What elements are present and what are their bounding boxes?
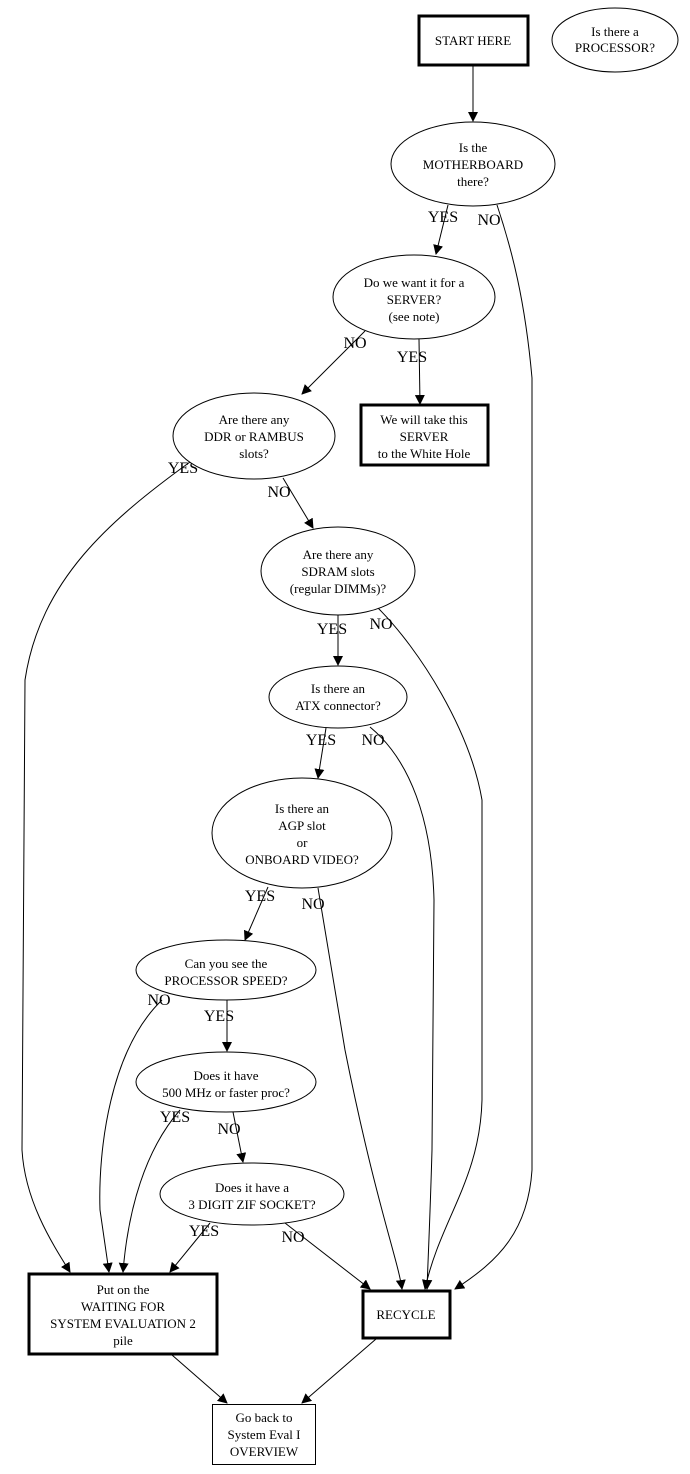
node-go-back: Go back to System Eval I OVERVIEW <box>212 1404 316 1465</box>
edge-label-agp-no: NO <box>301 896 324 913</box>
edge-motherboard-recycle <box>454 204 533 1290</box>
edge-zif-waiting <box>169 1222 211 1273</box>
node-mhz-line-2: 500 MHz or faster proc? <box>162 1085 290 1100</box>
node-atx: Is there an ATX connector? <box>268 665 408 729</box>
edge-label-mhz-yes: YES <box>160 1109 190 1126</box>
edges <box>21 65 533 1404</box>
node-zif-line-1: Does it have a <box>215 1180 289 1195</box>
node-white-hole-line-1: We will take this <box>380 412 467 427</box>
edge-ddr-waiting <box>21 461 191 1273</box>
node-recycle-text: RECYCLE <box>376 1307 435 1322</box>
node-agp-line-2: AGP slot <box>278 818 326 833</box>
node-agp-line-1: Is there an <box>275 801 330 816</box>
node-white-hole: We will take this SERVER to the White Ho… <box>359 403 490 467</box>
edge-motherboard-server <box>433 204 449 255</box>
node-start-text: START HERE <box>435 33 511 48</box>
edge-recycle-goback <box>301 1338 377 1404</box>
node-processor: Is there a PROCESSOR? <box>551 7 679 73</box>
node-zif-line-2: 3 DIGIT ZIF SOCKET? <box>188 1197 315 1212</box>
node-agp: Is there an AGP slot or ONBOARD VIDEO? <box>211 777 393 889</box>
node-atx-line-2: ATX connector? <box>295 698 381 713</box>
edge-labels: YES NO NO YES YES NO YES NO NO YES YES N… <box>147 209 500 1246</box>
edge-label-mhz-no: NO <box>217 1121 240 1138</box>
node-atx-line-1: Is there an <box>311 681 366 696</box>
node-server-line-3: (see note) <box>389 309 440 324</box>
edge-label-speed-no: NO <box>147 992 170 1009</box>
node-sdram-line-1: Are there any <box>303 547 374 562</box>
node-start: START HERE <box>417 14 530 67</box>
node-server: Do we want it for a SERVER? (see note) <box>332 254 496 340</box>
node-ddr-line-1: Are there any <box>219 412 290 427</box>
node-speed: Can you see the PROCESSOR SPEED? <box>135 939 317 1001</box>
node-processor-line-1: Is there a <box>591 24 639 39</box>
edge-label-motherboard-no: NO <box>477 212 500 229</box>
node-go-back-line-2: System Eval I <box>228 1427 301 1442</box>
node-white-hole-line-3: to the White Hole <box>378 446 471 461</box>
edge-agp-recycle <box>317 887 406 1290</box>
edge-label-agp-yes: YES <box>245 888 275 905</box>
node-go-back-line-3: OVERVIEW <box>230 1444 299 1459</box>
node-zif: Does it have a 3 DIGIT ZIF SOCKET? <box>159 1162 345 1226</box>
edge-label-ddr-yes: YES <box>168 460 198 477</box>
node-motherboard-line-1: Is the <box>459 140 488 155</box>
node-mhz-line-1: Does it have <box>194 1068 259 1083</box>
edge-waiting-goback <box>171 1354 228 1404</box>
node-recycle: RECYCLE <box>361 1289 452 1340</box>
node-speed-line-1: Can you see the <box>185 956 268 971</box>
node-sdram: Are there any SDRAM slots (regular DIMMs… <box>260 526 416 616</box>
edge-label-atx-yes: YES <box>306 732 336 749</box>
edge-zif-recycle <box>284 1222 371 1290</box>
node-ddr-line-3: slots? <box>239 446 269 461</box>
node-server-line-2: SERVER? <box>387 292 442 307</box>
node-go-back-line-1: Go back to <box>235 1410 292 1425</box>
node-agp-line-3: or <box>297 835 309 850</box>
nodes: START HERE Is there a PROCESSOR? Is the … <box>27 7 679 1465</box>
node-sdram-line-2: SDRAM slots <box>301 564 374 579</box>
edge-atx-recycle <box>369 726 435 1290</box>
edge-label-zif-no: NO <box>281 1229 304 1246</box>
node-waiting-line-2: WAITING FOR <box>81 1299 165 1314</box>
node-server-line-1: Do we want it for a <box>364 275 465 290</box>
node-waiting: Put on the WAITING FOR SYSTEM EVALUATION… <box>27 1272 219 1356</box>
edge-label-server-yes: YES <box>397 349 427 366</box>
edge-atx-agp <box>314 727 327 779</box>
edge-label-server-no: NO <box>343 335 366 352</box>
node-motherboard: Is the MOTHERBOARD there? <box>390 121 556 207</box>
edge-label-atx-no: NO <box>361 732 384 749</box>
edge-ddr-sdram <box>282 477 314 529</box>
edge-sdram-recycle <box>377 607 483 1290</box>
node-agp-line-4: ONBOARD VIDEO? <box>245 852 359 867</box>
edge-mhz-waiting <box>118 1109 181 1273</box>
edge-agp-speed <box>243 886 269 941</box>
edge-label-speed-yes: YES <box>204 1008 234 1025</box>
node-waiting-line-4: pile <box>113 1333 133 1348</box>
node-speed-line-2: PROCESSOR SPEED? <box>164 973 287 988</box>
node-motherboard-line-3: there? <box>457 174 489 189</box>
node-waiting-line-1: Put on the <box>97 1282 150 1297</box>
node-processor-line-2: PROCESSOR? <box>575 40 655 55</box>
edge-speed-waiting <box>99 999 163 1273</box>
edge-server-ddr <box>301 330 366 395</box>
node-white-hole-line-2: SERVER <box>400 429 449 444</box>
edge-label-ddr-no: NO <box>267 484 290 501</box>
edge-label-sdram-yes: YES <box>317 621 347 638</box>
edge-label-motherboard-yes: YES <box>428 209 458 226</box>
node-mhz: Does it have 500 MHz or faster proc? <box>135 1051 317 1113</box>
node-waiting-line-3: SYSTEM EVALUATION 2 <box>50 1316 196 1331</box>
edge-label-zif-yes: YES <box>189 1223 219 1240</box>
edge-label-sdram-no: NO <box>369 616 392 633</box>
node-motherboard-line-2: MOTHERBOARD <box>423 157 523 172</box>
node-sdram-line-3: (regular DIMMs)? <box>290 581 387 596</box>
node-ddr-line-2: DDR or RAMBUS <box>204 429 304 444</box>
node-ddr: Are there any DDR or RAMBUS slots? <box>172 392 336 480</box>
edge-server-whitehole <box>414 338 425 405</box>
edge-mhz-zif <box>232 1111 247 1163</box>
